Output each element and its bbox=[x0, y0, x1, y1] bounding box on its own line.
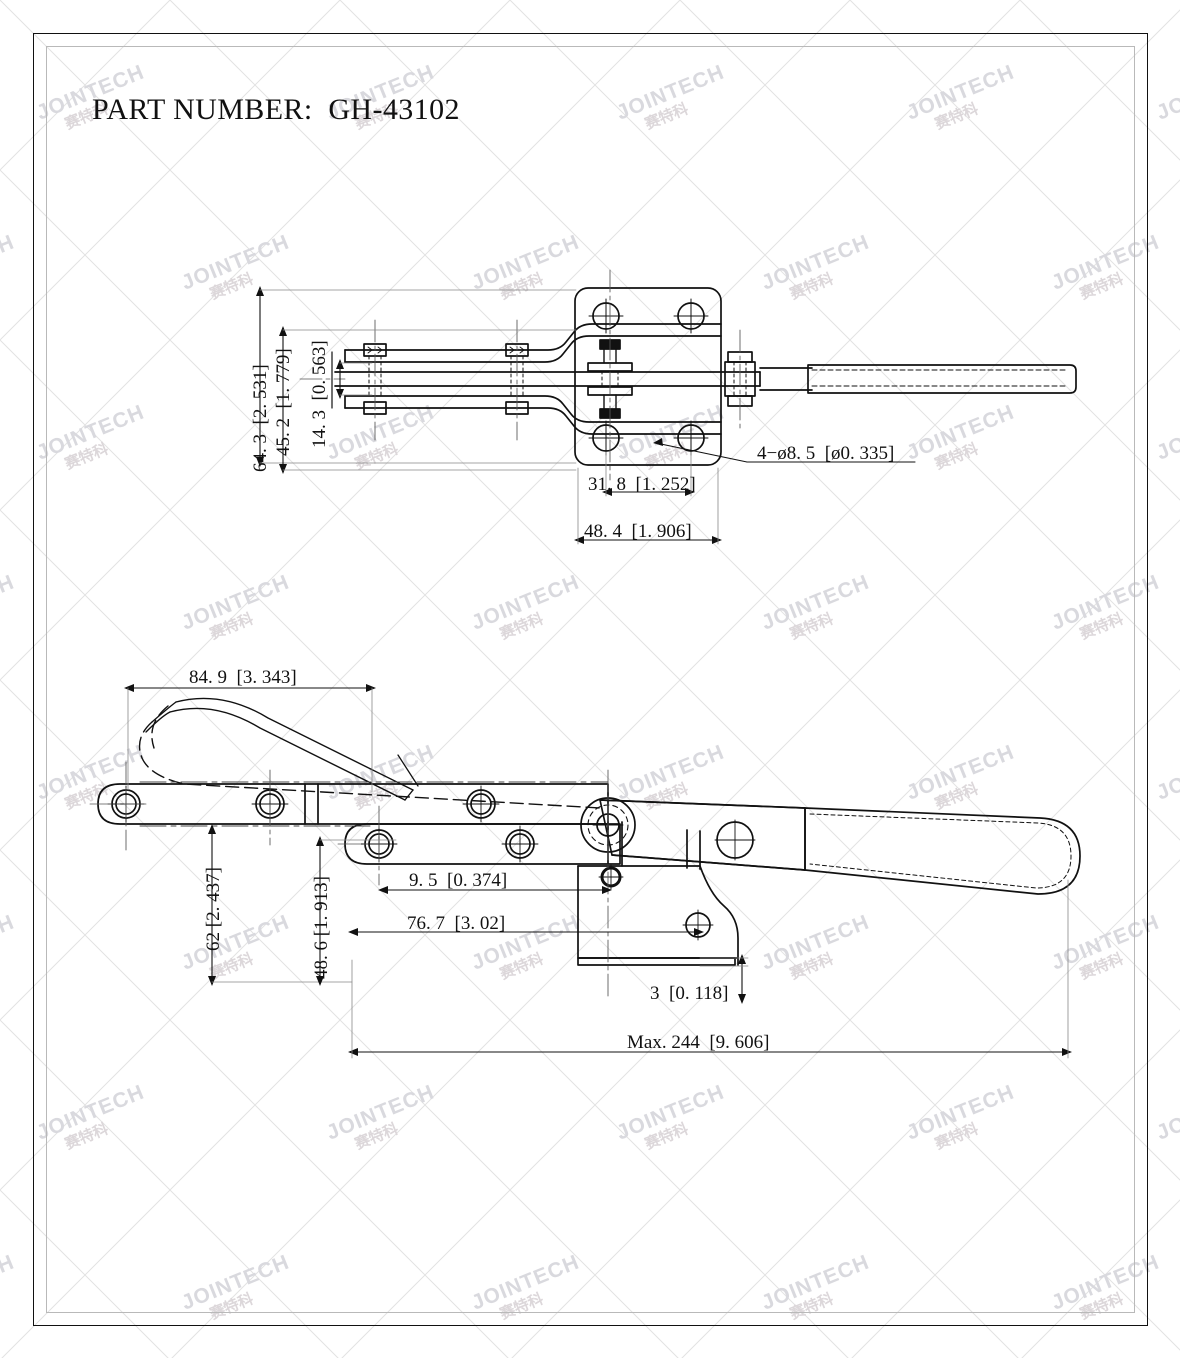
dim-plate-width: 48. 4 [1. 906] bbox=[584, 521, 692, 542]
handle-grip-top-view bbox=[807, 364, 1077, 394]
pivot-stud bbox=[598, 864, 624, 890]
dim-open-height: 62 [2. 437] bbox=[203, 867, 224, 951]
dim-max-overall-length: Max. 244 [9. 606] bbox=[627, 1032, 770, 1053]
mounting-holes-top-view bbox=[588, 298, 709, 456]
dim-plate-height: 45. 2 [1. 779] bbox=[273, 348, 294, 456]
dim-base-length: 76. 7 [3. 02] bbox=[407, 913, 506, 934]
dim-hole-spacing: 31. 8 [1. 252] bbox=[588, 474, 696, 495]
handle-grip-side-view bbox=[804, 807, 1081, 895]
dim-closed-height: 48. 6 [1. 913] bbox=[311, 876, 332, 979]
top-view-centerlines bbox=[299, 269, 741, 481]
dim-pin-offset: 9. 5 [0. 374] bbox=[409, 870, 508, 891]
top-view-geometry bbox=[299, 269, 1077, 481]
dim-hole-callout: 4−ø8. 5 [ø0. 335] bbox=[757, 443, 895, 464]
side-view-centerlines bbox=[89, 761, 609, 1001]
dim-bar-width: 14. 3 [0. 563] bbox=[309, 340, 330, 448]
page-title: PART NUMBER: GH-43102 bbox=[92, 93, 460, 126]
handle-open-position bbox=[138, 705, 601, 809]
dim-overall-height: 64. 3 [2. 531] bbox=[250, 364, 271, 472]
dim-plate-thickness: 3 [0. 118] bbox=[650, 983, 729, 1004]
side-view-geometry bbox=[89, 697, 1081, 1001]
dim-handle-open-length: 84. 9 [3. 343] bbox=[189, 667, 297, 688]
side-view-dimension-lines bbox=[124, 684, 1072, 1059]
